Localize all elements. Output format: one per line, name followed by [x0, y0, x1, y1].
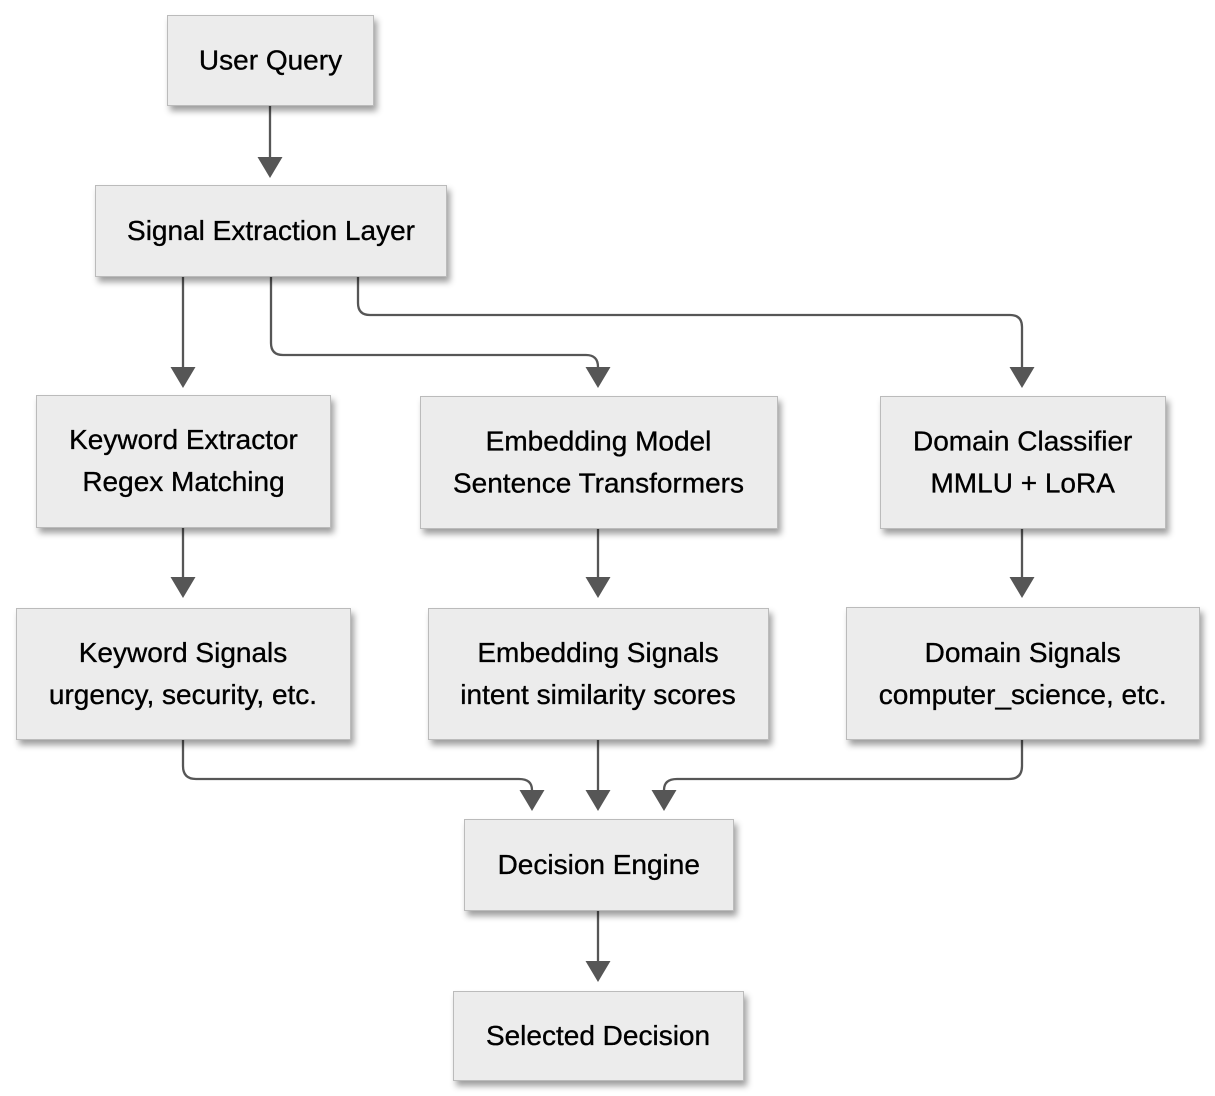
- svg-text:Keyword Extractor: Keyword Extractor: [69, 424, 298, 455]
- svg-text:computer_science, etc.: computer_science, etc.: [879, 679, 1167, 710]
- svg-text:MMLU + LoRA: MMLU + LoRA: [930, 468, 1115, 499]
- svg-text:Domain Signals: Domain Signals: [925, 637, 1121, 668]
- svg-text:Sentence Transformers: Sentence Transformers: [453, 468, 744, 499]
- svg-text:Domain Classifier: Domain Classifier: [913, 426, 1132, 457]
- svg-text:Decision Engine: Decision Engine: [498, 849, 700, 880]
- svg-text:Signal Extraction Layer: Signal Extraction Layer: [127, 215, 415, 246]
- svg-text:Keyword Signals: Keyword Signals: [79, 637, 288, 668]
- svg-text:urgency, security, etc.: urgency, security, etc.: [49, 679, 317, 710]
- svg-text:intent similarity scores: intent similarity scores: [460, 679, 735, 710]
- svg-text:Embedding Signals: Embedding Signals: [477, 637, 718, 668]
- svg-text:Selected Decision: Selected Decision: [486, 1020, 710, 1051]
- svg-text:User Query: User Query: [199, 45, 342, 76]
- svg-text:Embedding Model: Embedding Model: [486, 426, 712, 457]
- svg-text:Regex Matching: Regex Matching: [82, 466, 284, 497]
